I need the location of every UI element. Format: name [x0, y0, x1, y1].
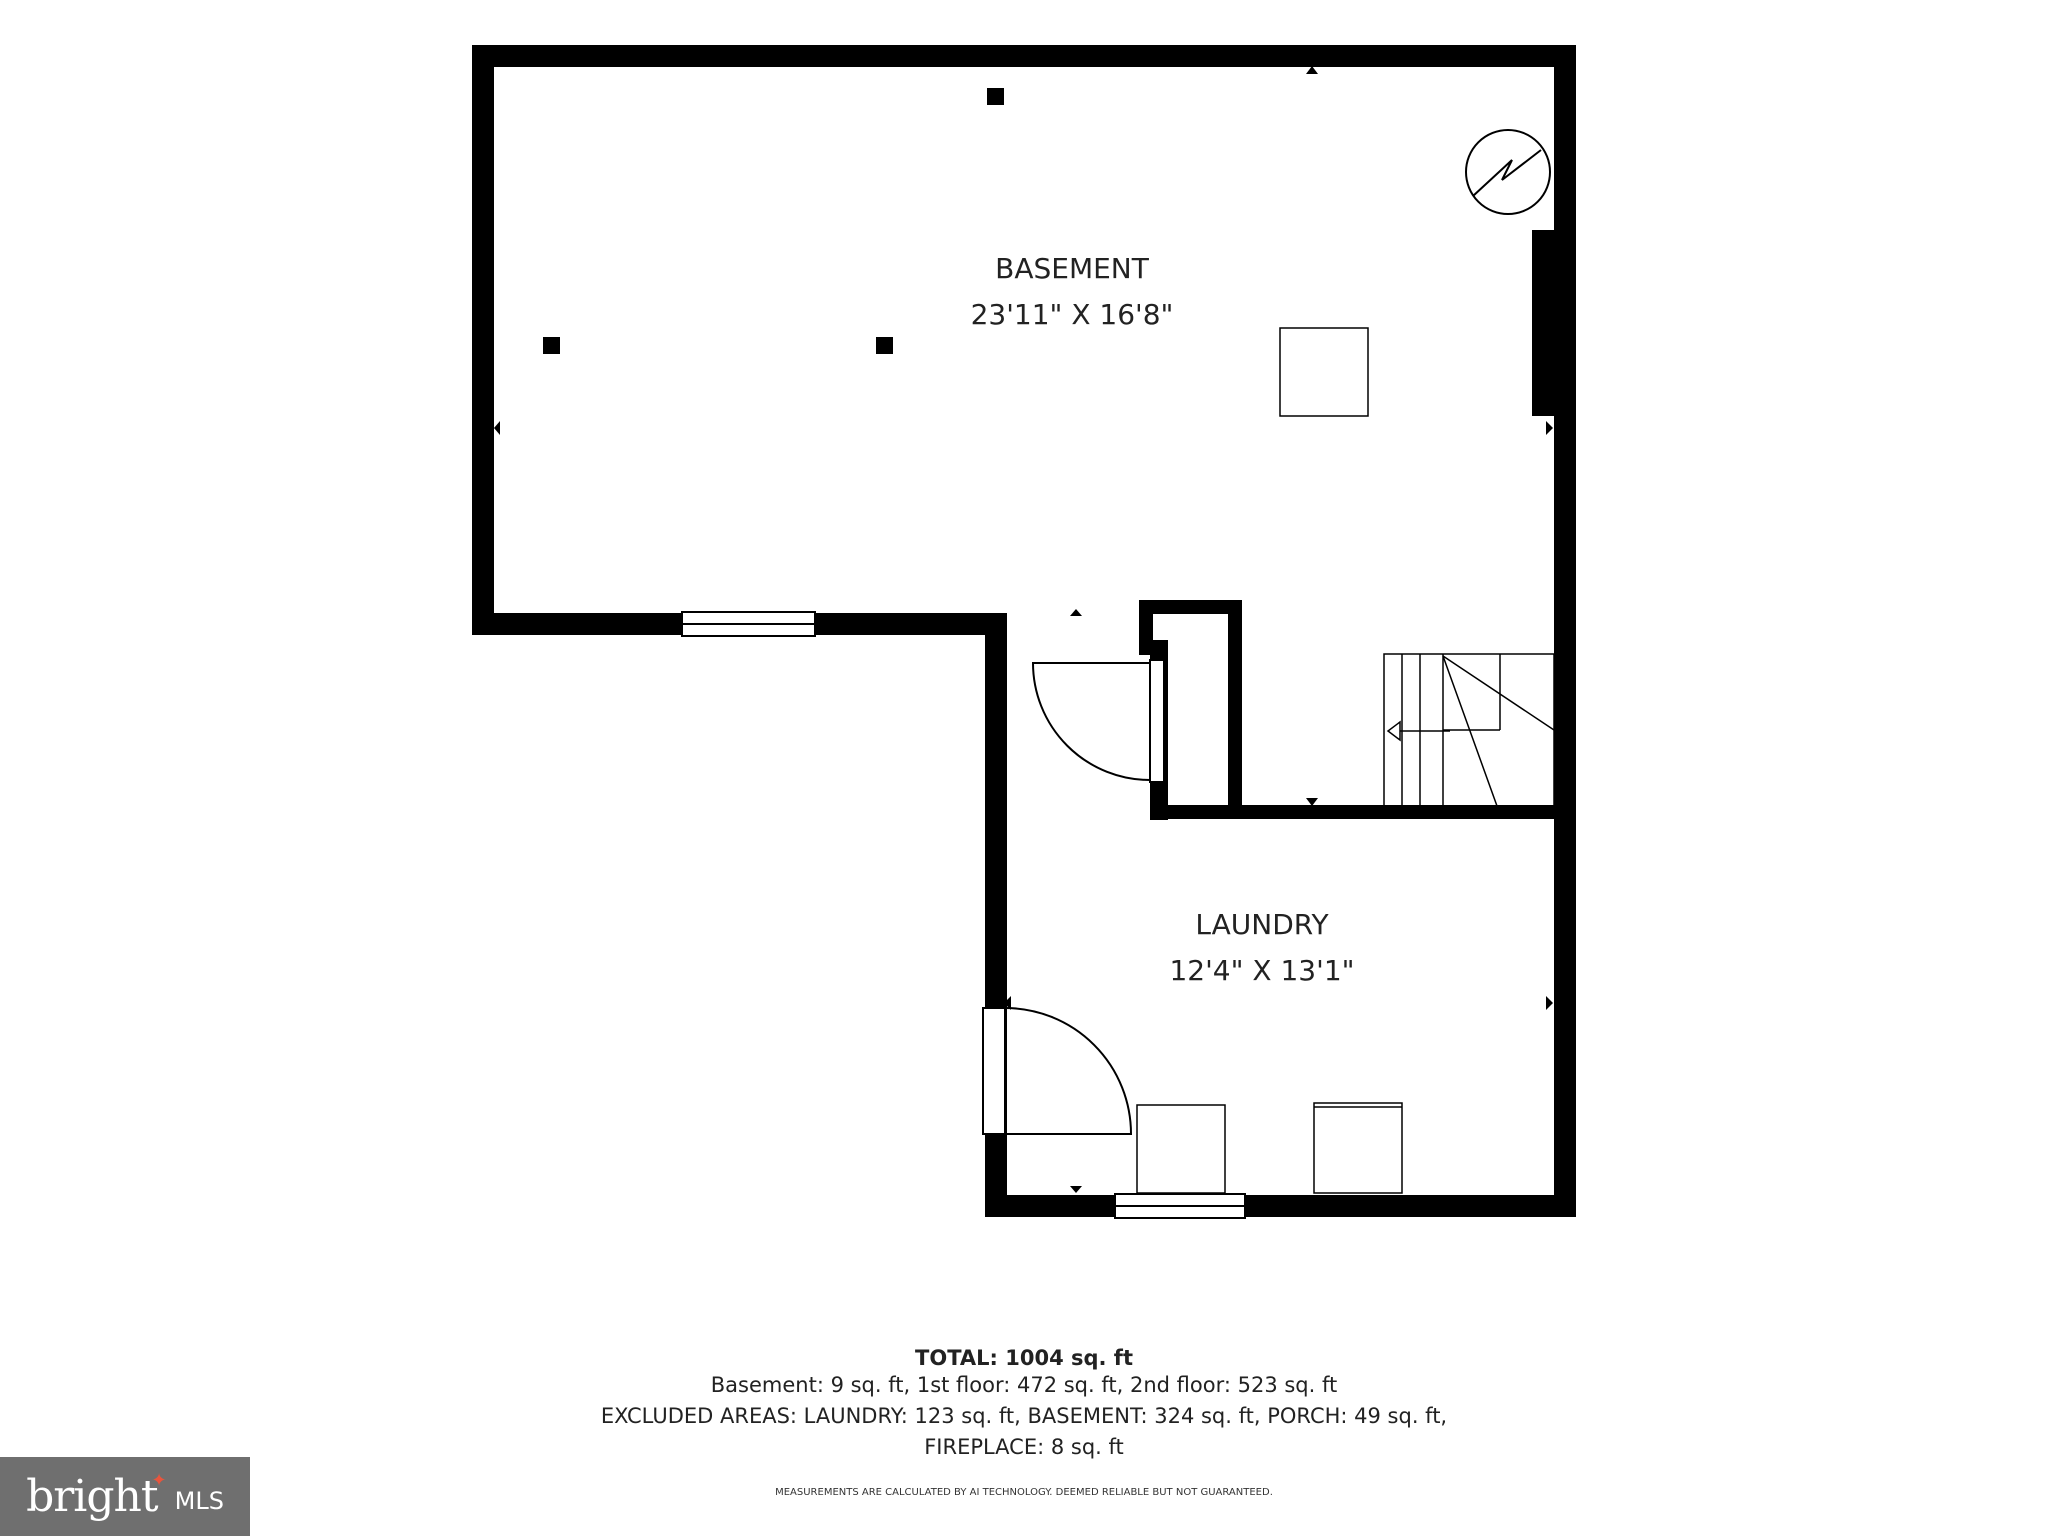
laundry-door-leaf: [982, 1007, 1006, 1135]
exterior-wall: [472, 45, 1576, 1217]
dryer-box: [1313, 1102, 1403, 1194]
water-heater-icon: [1465, 129, 1551, 215]
closet-door-swing: [1031, 662, 1151, 781]
total-area: TOTAL: 1004 sq. ft: [915, 1346, 1133, 1370]
columns: [543, 88, 1004, 354]
room-dimensions-basement: 23'11" X 16'8": [971, 298, 1174, 331]
stair-arrow-icon: [1386, 720, 1450, 742]
stairs: [1383, 653, 1555, 807]
windows: [681, 611, 1246, 1219]
closet-door-leaf: [1149, 659, 1165, 783]
column: [876, 337, 893, 354]
column: [543, 337, 560, 354]
room-dimensions-laundry: 12'4" X 13'1": [1169, 954, 1354, 987]
floor-areas: Basement: 9 sq. ft, 1st floor: 472 sq. f…: [710, 1373, 1338, 1397]
disclaimer: MEASUREMENTS ARE CALCULATED BY AI TECHNO…: [775, 1487, 1273, 1498]
spark-icon: ✦: [151, 1470, 167, 1491]
excluded-areas-line1: EXCLUDED AREAS: LAUNDRY: 123 sq. ft, BAS…: [600, 1404, 1448, 1428]
laundry-door-swing: [1004, 1007, 1133, 1135]
wall-segment-right: [1532, 230, 1554, 416]
logo-suffix: MLS: [174, 1486, 224, 1515]
interior-wall-laundry: [1150, 805, 1565, 819]
walls: [472, 45, 1576, 1217]
bright-mls-logo: bright ✦ MLS: [0, 1457, 250, 1536]
measure-markers: [494, 66, 1553, 1193]
excluded-areas-line2: FIREPLACE: 8 sq. ft: [924, 1435, 1124, 1459]
room-name-laundry: LAUNDRY: [1195, 908, 1329, 941]
column: [987, 88, 1004, 105]
room-name-basement: BASEMENT: [995, 252, 1150, 285]
area-summary: TOTAL: 1004 sq. ft Basement: 9 sq. ft, 1…: [0, 1346, 2048, 1463]
doors: [982, 659, 1165, 1135]
logo-word: bright: [26, 1471, 158, 1522]
furnace-box: [1279, 327, 1369, 417]
washer-box: [1136, 1104, 1226, 1194]
